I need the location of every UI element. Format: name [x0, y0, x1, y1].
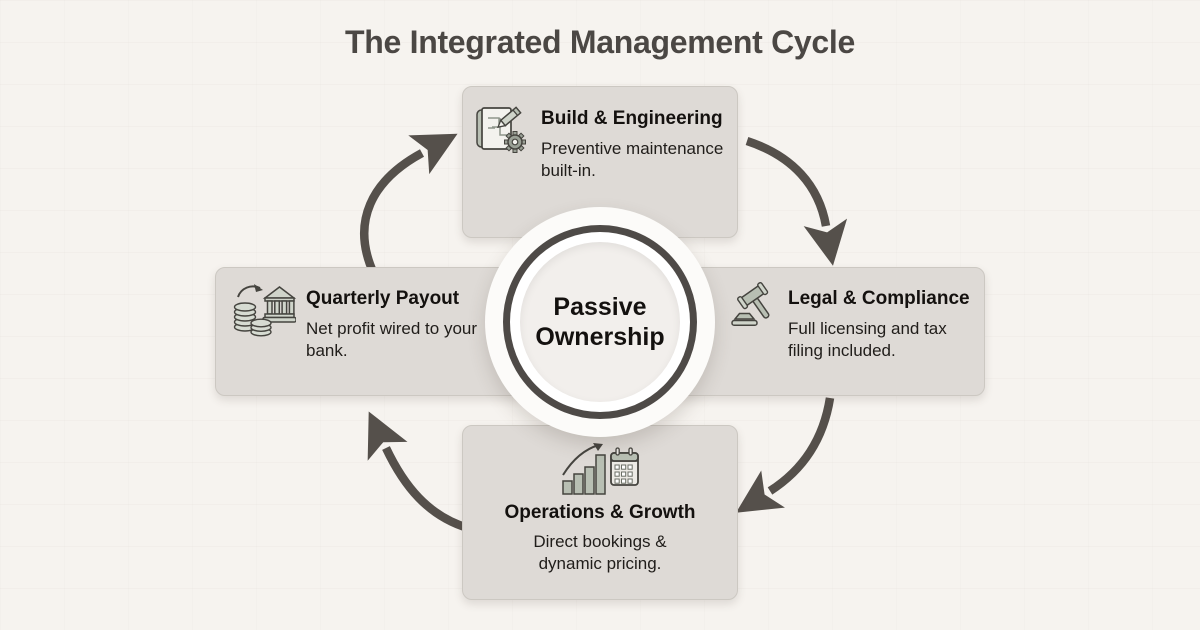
card-title: Operations & Growth — [504, 502, 696, 523]
card-legal-compliance: Legal & Compliance Full licensing and ta… — [720, 267, 985, 396]
card-title: Build & Engineering — [541, 108, 723, 129]
card-operations-growth: Operations & Growth Direct bookings & dy… — [462, 425, 738, 600]
center-label: Passive Ownership — [535, 293, 665, 351]
arrow-legal-to-operations — [735, 397, 835, 513]
arrow-operations-to-payout — [367, 411, 470, 533]
arrow-payout-to-build — [360, 133, 458, 276]
card-title: Legal & Compliance — [788, 288, 970, 309]
card-description: Net profit wired to your bank. — [306, 318, 478, 361]
gavel-icon — [731, 281, 770, 327]
growth-chart-calendar-icon — [562, 443, 639, 495]
arrow-build-to-legal — [745, 136, 848, 266]
card-description: Preventive maintenance built-in. — [541, 138, 724, 181]
card-title: Quarterly Payout — [306, 288, 460, 309]
coins-to-bank-icon — [233, 284, 296, 337]
center-circle: Passive Ownership — [520, 242, 680, 402]
blueprint-pencil-gear-icon — [476, 106, 526, 153]
card-quarterly-payout: Quarterly Payout Net profit wired to you… — [222, 267, 490, 396]
card-description: Full licensing and tax filing included. — [788, 318, 947, 361]
card-description: Direct bookings & dynamic pricing. — [533, 531, 667, 574]
page-title: The Integrated Management Cycle — [345, 24, 855, 60]
